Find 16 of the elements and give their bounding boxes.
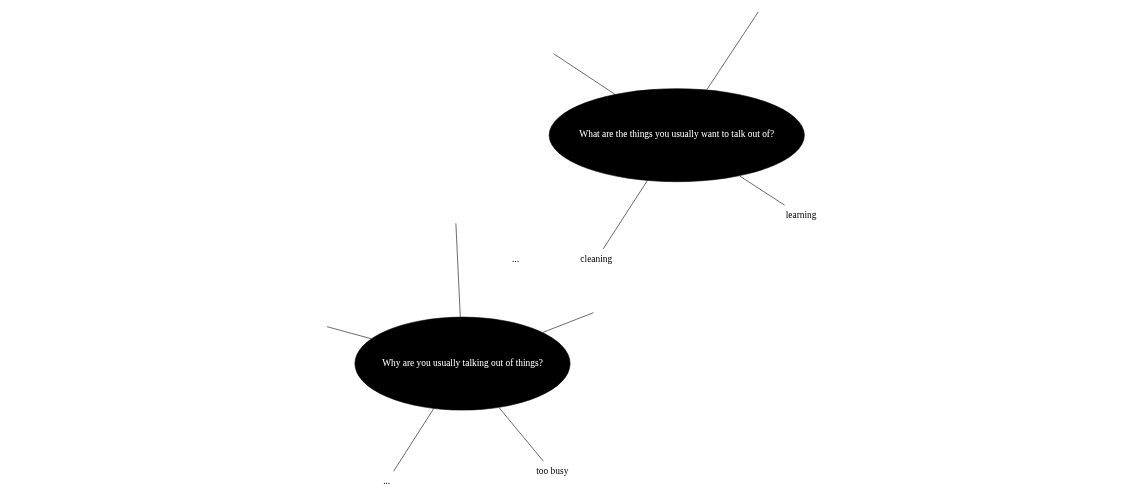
node-text: learning — [785, 209, 817, 220]
connector — [706, 11, 759, 90]
connector — [393, 407, 435, 472]
connector — [498, 406, 544, 461]
connector — [542, 311, 594, 333]
connector — [326, 325, 372, 339]
node-text: cleaning — [580, 253, 613, 264]
node-ellipse: Why are you usually talking out of things? — [354, 316, 571, 410]
connector — [602, 179, 648, 249]
node-text: ... — [383, 475, 391, 486]
connector — [739, 175, 785, 205]
node-ellipse: What are the things you usually want to talk out of? — [548, 87, 805, 182]
label: ... — [512, 253, 520, 264]
node-text: too busy — [536, 465, 569, 476]
connector — [553, 52, 616, 95]
connector — [455, 222, 461, 317]
